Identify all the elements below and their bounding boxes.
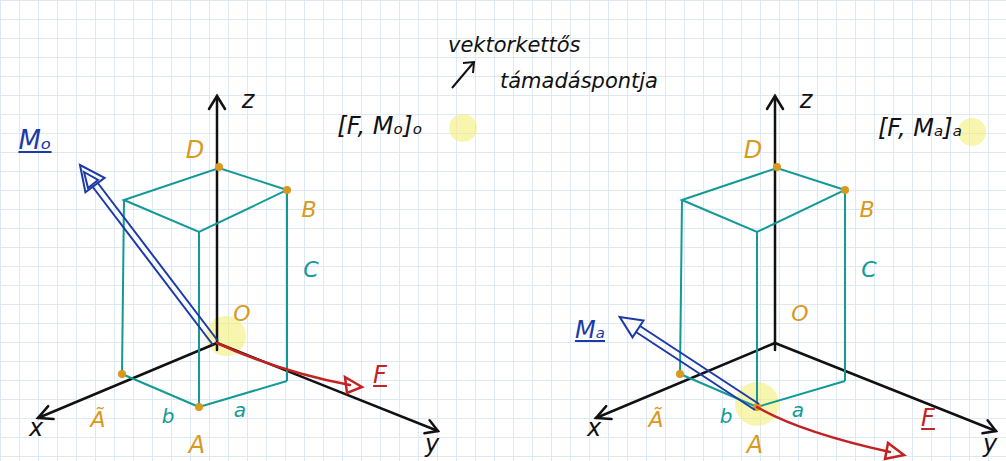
dimension: a bbox=[792, 399, 804, 421]
point-label: A bbox=[189, 432, 205, 458]
vector-label: F bbox=[921, 405, 935, 431]
note: vektorkettős támadáspontja bbox=[448, 28, 700, 99]
coordinate-box bbox=[38, 96, 438, 433]
note-arrow bbox=[452, 62, 474, 88]
axis-label: y bbox=[983, 431, 997, 457]
dimension: C bbox=[861, 258, 876, 282]
dimension: a bbox=[234, 399, 246, 421]
point-label: O bbox=[233, 302, 250, 326]
axis-label: x bbox=[29, 415, 43, 441]
axis-label: x bbox=[587, 415, 601, 441]
point-label: B bbox=[301, 198, 316, 222]
axis-label: z bbox=[242, 87, 255, 113]
dimension: C bbox=[303, 258, 318, 282]
point-label: O bbox=[791, 302, 808, 326]
axis-label: y bbox=[425, 431, 439, 457]
dimension: b bbox=[720, 405, 733, 427]
point-label: B bbox=[859, 198, 874, 222]
point-label: D bbox=[186, 137, 204, 163]
vector-label: Mₒ bbox=[18, 126, 51, 155]
point-label: A bbox=[747, 432, 763, 458]
point-label: D bbox=[744, 137, 762, 163]
vector-label: F bbox=[373, 362, 387, 388]
force-vector bbox=[217, 343, 904, 459]
moment-vector bbox=[620, 317, 759, 410]
dimension: b bbox=[162, 405, 175, 427]
pair-notation: [F, Mₐ]ₐ bbox=[878, 115, 962, 141]
point-label: Ã bbox=[90, 408, 105, 432]
point-label: Ã bbox=[648, 408, 663, 432]
axis-label: z bbox=[800, 87, 813, 113]
pair-notation: [F, Mₒ]ₒ bbox=[337, 113, 422, 139]
moment-vector bbox=[80, 165, 218, 345]
vector-label: Mₐ bbox=[575, 317, 605, 343]
